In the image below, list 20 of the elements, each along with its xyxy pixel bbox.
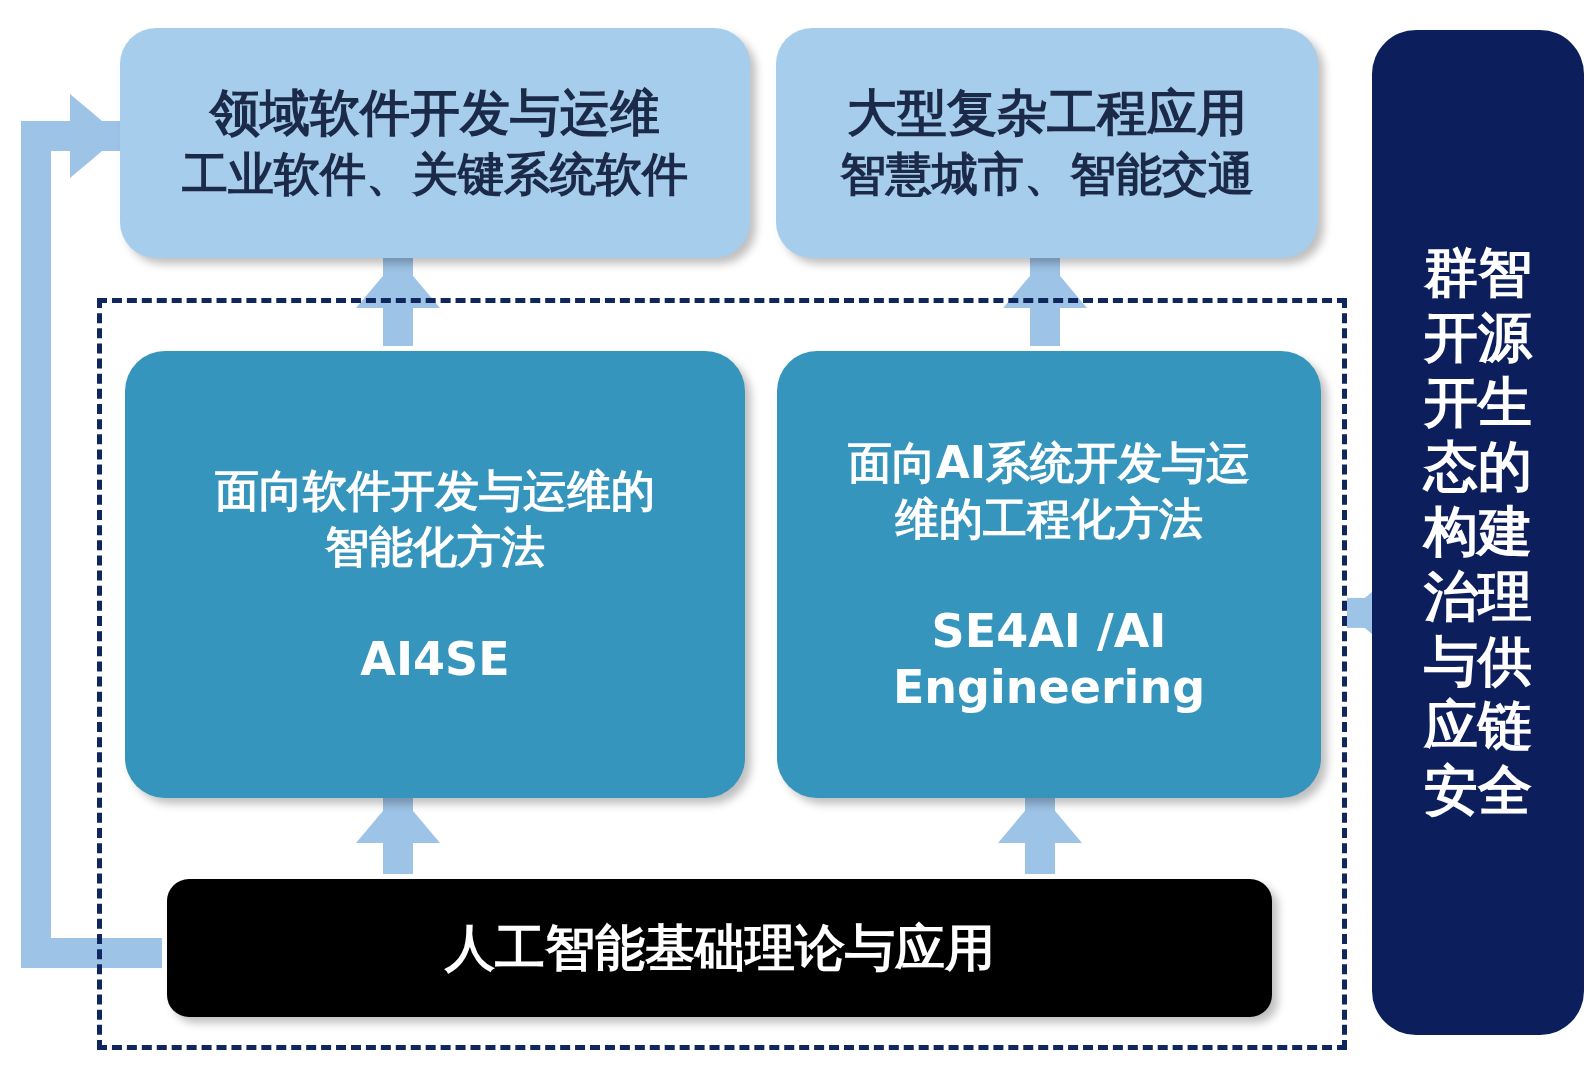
node-text: 智慧城市、智能交通 bbox=[840, 146, 1254, 203]
dashed-region bbox=[97, 298, 1347, 1050]
node-text: SE4AI /AI Engineering bbox=[891, 602, 1207, 715]
block-arrow bbox=[356, 258, 440, 346]
method-box bbox=[777, 351, 1321, 798]
application-box bbox=[776, 28, 1318, 258]
node-text: 大型复杂工程应用 bbox=[847, 83, 1247, 144]
method-box bbox=[125, 351, 745, 798]
node-text: 领域软件开发与运维 bbox=[210, 83, 660, 144]
node-text: 工业软件、关键系统软件 bbox=[182, 146, 688, 203]
ecosystem-panel bbox=[1372, 30, 1584, 1035]
foundation-box bbox=[167, 879, 1272, 1017]
block-arrow bbox=[21, 94, 162, 968]
node-text: AI4SE bbox=[360, 630, 510, 687]
node-text: 面向AI系统开发与运维的工程化方法 bbox=[846, 435, 1252, 546]
application-box bbox=[120, 28, 750, 258]
node-text: 群智开源开生态的构建治理与供应链安全 bbox=[1424, 240, 1532, 825]
node-text: 面向软件开发与运维的智能化方法 bbox=[214, 463, 656, 574]
node-text: 人工智能基础理论与应用 bbox=[444, 918, 995, 978]
block-arrow bbox=[1003, 258, 1087, 346]
